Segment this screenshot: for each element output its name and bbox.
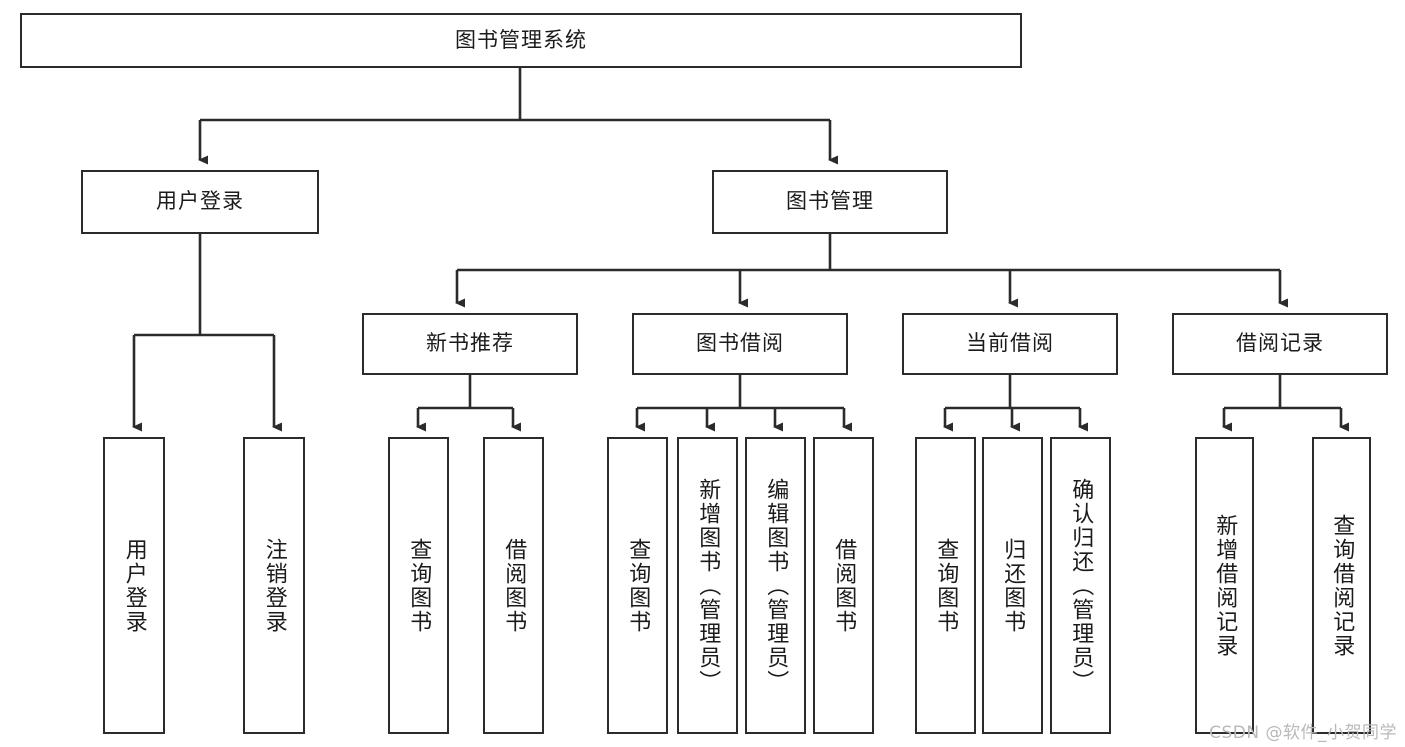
leaf-new-book-borrow-book[interactable]: 借阅图书 xyxy=(483,437,544,734)
node-new-book-recommend[interactable]: 新书推荐 xyxy=(362,313,578,375)
node-label: 借阅图书 xyxy=(501,537,527,634)
node-label: 确认归还（管理员） xyxy=(1068,477,1094,694)
leaf-current-borrow-confirm-return-admin[interactable]: 确认归还（管理员） xyxy=(1050,437,1111,734)
leaf-borrow-record-add-record[interactable]: 新增借阅记录 xyxy=(1195,437,1254,734)
leaf-new-book-query-book[interactable]: 查询图书 xyxy=(388,437,449,734)
node-borrow-record[interactable]: 借阅记录 xyxy=(1172,313,1388,375)
leaf-current-borrow-return-book[interactable]: 归还图书 xyxy=(982,437,1043,734)
node-root-book-management-system[interactable]: 图书管理系统 xyxy=(20,13,1022,68)
leaf-borrow-record-query-record[interactable]: 查询借阅记录 xyxy=(1312,437,1371,734)
node-label: 注销登录 xyxy=(261,537,287,634)
node-user-login[interactable]: 用户登录 xyxy=(81,170,319,234)
node-label: 查询借阅记录 xyxy=(1329,513,1355,658)
leaf-book-borrow-query-book[interactable]: 查询图书 xyxy=(607,437,668,734)
node-label: 借阅记录 xyxy=(1236,331,1324,356)
node-current-borrow[interactable]: 当前借阅 xyxy=(902,313,1118,375)
node-label: 新书推荐 xyxy=(426,331,514,356)
leaf-book-borrow-add-book-admin[interactable]: 新增图书（管理员） xyxy=(677,437,738,734)
leaf-user-login-logout[interactable]: 注销登录 xyxy=(243,437,305,734)
node-label: 查询图书 xyxy=(933,537,959,634)
node-label: 查询图书 xyxy=(625,537,651,634)
node-label: 图书管理系统 xyxy=(455,27,587,52)
leaf-current-borrow-query-book[interactable]: 查询图书 xyxy=(915,437,976,734)
leaf-book-borrow-edit-book-admin[interactable]: 编辑图书（管理员） xyxy=(745,437,806,734)
node-label: 借阅图书 xyxy=(831,537,857,634)
leaf-book-borrow-borrow-book[interactable]: 借阅图书 xyxy=(813,437,874,734)
node-book-borrow[interactable]: 图书借阅 xyxy=(632,313,848,375)
node-label: 新增图书（管理员） xyxy=(695,477,721,694)
csdn-watermark: CSDN @软件_小贺同学 xyxy=(1209,723,1397,743)
node-label: 图书管理 xyxy=(786,189,874,214)
node-label: 查询图书 xyxy=(406,537,432,634)
leaf-user-login-login[interactable]: 用户登录 xyxy=(103,437,165,734)
node-label: 用户登录 xyxy=(121,537,147,634)
node-label: 用户登录 xyxy=(156,189,244,214)
node-label: 新增借阅记录 xyxy=(1212,513,1238,658)
node-book-management[interactable]: 图书管理 xyxy=(712,170,948,234)
node-label: 当前借阅 xyxy=(966,331,1054,356)
node-label: 编辑图书（管理员） xyxy=(763,477,789,694)
node-label: 图书借阅 xyxy=(696,331,784,356)
node-label: 归还图书 xyxy=(1000,537,1026,634)
